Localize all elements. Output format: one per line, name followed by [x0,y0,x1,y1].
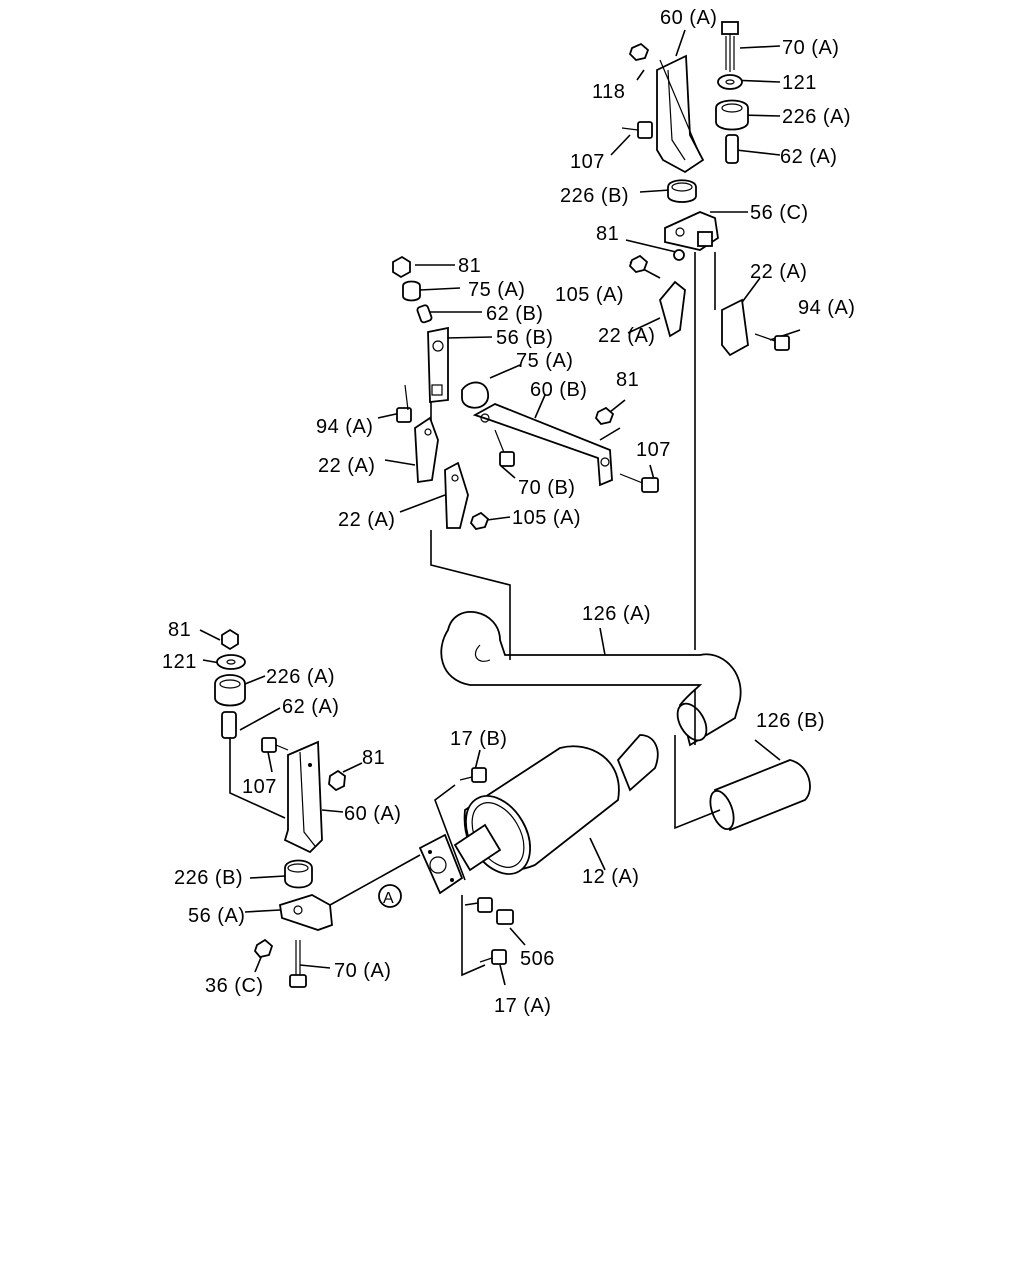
bracket-60a-upper [656,54,705,174]
bracket-56b [427,326,449,404]
callout-70a-top: 70 (A) [782,37,839,59]
clamp-22a-upper-right [721,298,749,357]
bolt-94a-upper [754,333,790,351]
nut-105a-upper-right [628,254,649,273]
callout-75a-top: 75 (A) [468,279,525,301]
bracket-56a [278,894,333,931]
callout-226b-lower: 226 (B) [174,867,243,889]
nut-118 [628,42,650,61]
callout-506: 506 [520,948,555,970]
leader-lines [199,29,801,986]
bolt-17a [479,949,507,965]
reference-mark-a: A [378,884,402,908]
callout-12a: 12 (A) [582,866,639,888]
callout-94a-top: 94 (A) [798,297,855,319]
callout-105a-middle: 105 (A) [512,507,581,529]
collar-62a-lower [221,711,237,739]
callout-105a-top: 105 (A) [555,284,624,306]
clamp-22a-middle-left [414,416,439,484]
callout-81-middle: 81 [616,369,639,391]
bolt-107-upper [621,121,653,139]
exhaust-pipe-126a [440,611,742,747]
bracket-60a-lower [283,740,323,854]
nut-81-middle-top [392,255,411,279]
nut-81-lower-right [328,769,346,792]
bolt-94a-middle [396,384,412,423]
bolt-107-lower [261,737,289,753]
washer-121-lower [216,654,246,670]
callout-36c: 36 (C) [205,975,264,997]
bolt-70b [494,429,515,467]
callout-60a-lower: 60 (A) [344,803,401,825]
callout-107-lower: 107 [242,776,277,798]
collar-62b [416,304,433,324]
collar-62a-upper [725,134,739,164]
callout-126a: 126 (A) [582,603,651,625]
callout-60b: 60 (B) [530,379,587,401]
bolt-107-middle [619,473,659,493]
cushion-75a-top [402,280,421,302]
callout-60a-top: 60 (A) [660,7,717,29]
nut-81-middle-right [594,406,615,425]
clamp-22a-middle-right [444,461,469,529]
callout-70a-lower: 70 (A) [334,960,391,982]
callout-81-lower-right: 81 [362,747,385,769]
muffler-12a [453,734,659,875]
bolt-70a-lower [289,940,307,988]
cushion-75a-middle [461,381,489,409]
nut-105a-middle [469,511,490,530]
nut-81-lower-left [221,628,239,651]
callout-81-lower-left: 81 [168,619,191,641]
callout-17b: 17 (B) [450,728,507,750]
callout-62a-lower: 62 (A) [282,696,339,718]
callout-56a: 56 (A) [188,905,245,927]
callout-126b: 126 (B) [756,710,825,732]
exhaust-pipe-126b [709,759,811,832]
callout-22a-lower: 22 (A) [338,509,395,531]
bracket-56c [664,211,719,251]
cushion-226b-upper [667,179,697,203]
clamp-22a-upper-left [659,280,686,338]
callout-70b: 70 (B) [518,477,575,499]
callout-17a: 17 (A) [494,995,551,1017]
bolt-506 [477,897,514,925]
callout-107-middle: 107 [636,439,671,461]
callout-75a-middle: 75 (A) [516,350,573,372]
bolt-17b [459,767,487,783]
callout-62b: 62 (B) [486,303,543,325]
callout-81-top-right: 81 [596,223,619,245]
nut-36c [253,938,274,958]
callout-226a-lower: 226 (A) [266,666,335,688]
callout-56b: 56 (B) [496,327,553,349]
cushion-226a-lower [214,674,246,707]
bolt-70a-upper [721,21,739,72]
callout-121-lower: 121 [162,651,197,673]
callout-22a-top-left: 22 (A) [598,325,655,347]
callout-226b-top: 226 (B) [560,185,629,207]
nut-81-upper-right [673,249,685,261]
callout-22a-middle: 22 (A) [318,455,375,477]
callout-81-middle-top: 81 [458,255,481,277]
washer-121-upper [717,74,743,90]
callout-226a-top: 226 (A) [782,106,851,128]
flange [418,833,464,895]
reference-mark-label: A [383,890,394,907]
callout-121-top: 121 [782,72,817,94]
callout-94a-middle: 94 (A) [316,416,373,438]
callout-22a-top-right: 22 (A) [750,261,807,283]
callout-62a-top: 62 (A) [780,146,837,168]
bracket-60b [472,403,613,487]
cushion-226a-upper [715,99,749,131]
callout-56c: 56 (C) [750,202,809,224]
callout-118: 118 [592,81,625,103]
callout-labels: 60 (A) 70 (A) 118 121 226 (A) 107 62 (A)… [162,7,855,1017]
callout-107-top: 107 [570,151,605,173]
cushion-226b-lower [284,859,313,889]
